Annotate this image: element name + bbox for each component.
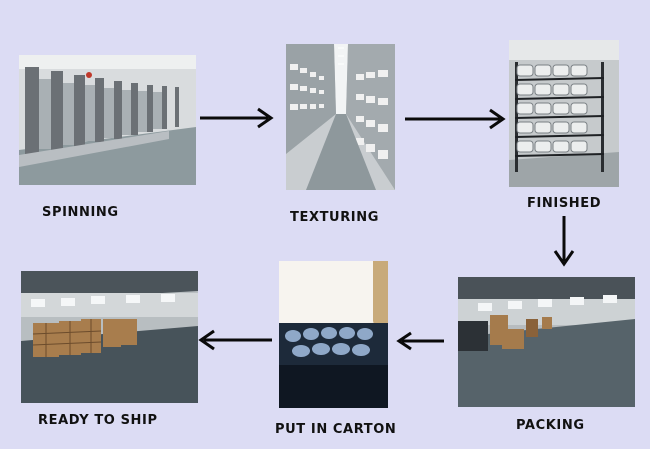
step-label-packing: PACKING [516,418,585,433]
photo-ready-to-ship [21,271,198,403]
arrow-right-icon [200,107,274,129]
photo-spinning [19,55,196,185]
photo-finished [509,40,619,187]
photo-put-in-carton [279,261,388,408]
arrow-right-icon [405,108,506,130]
step-label-finished: FINISHED [527,196,602,211]
step-label-texturing: TEXTURING [290,210,379,225]
step-label-spinning: SPINNING [42,205,119,220]
step-label-put-in-carton: PUT IN CARTON [275,422,397,437]
arrow-left-icon [396,331,444,351]
arrow-left-icon [198,329,272,351]
photo-packing [458,277,635,407]
arrow-down-icon [553,216,575,267]
photo-texturing [286,44,395,190]
step-label-ready-to-ship: READY TO SHIP [38,413,158,428]
